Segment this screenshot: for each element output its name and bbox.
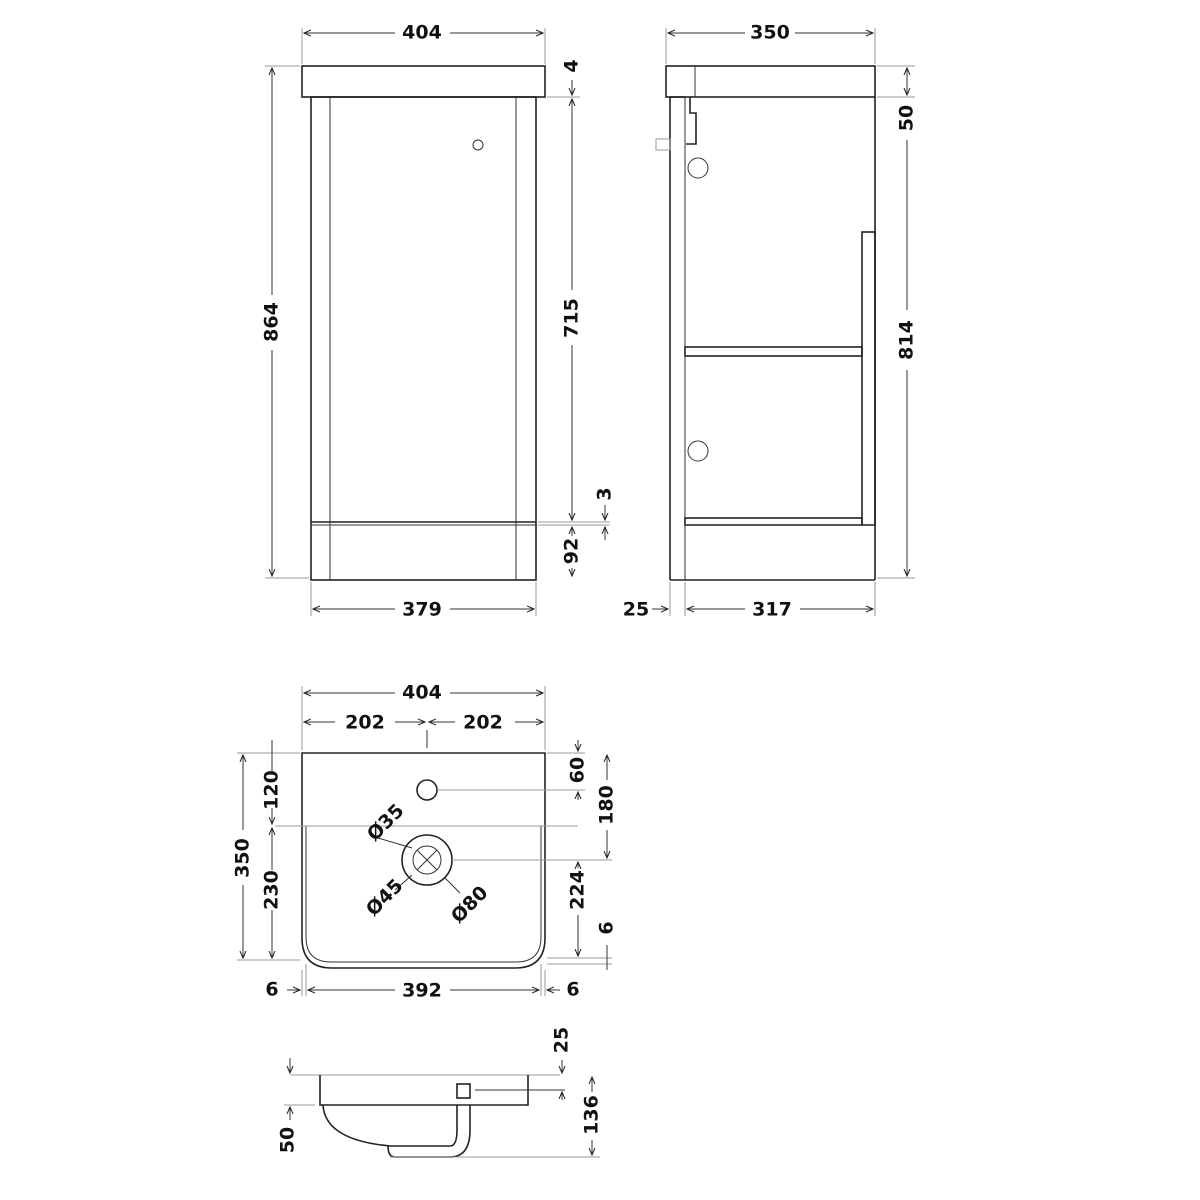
door-knob xyxy=(472,139,484,151)
dim-rim: 25 xyxy=(551,1027,573,1053)
dim-side-depth: 350 xyxy=(750,22,790,44)
dim-gap-bottom: 3 xyxy=(594,487,616,500)
basin-top-view: 404 202 202 350 120 230 60 180 224 6 Ø35… xyxy=(232,682,618,1002)
dim-half-left: 202 xyxy=(345,712,385,734)
dim-body-width: 379 xyxy=(402,599,442,621)
dim-door-thickness: 25 xyxy=(623,599,649,621)
dim-body-depth: 317 xyxy=(752,599,792,621)
dim-front-width: 404 xyxy=(402,22,442,44)
label-waste-outer: Ø80 xyxy=(447,882,493,928)
dim-top-height: 50 xyxy=(277,1127,299,1153)
dim-inner-width: 392 xyxy=(402,980,442,1002)
dim-basin-depth: 350 xyxy=(232,838,254,878)
basin-side-view: 50 25 136 xyxy=(277,1027,603,1158)
dim-waste-to-edge: 224 xyxy=(567,870,589,910)
dim-tap-hole: 60 xyxy=(567,757,589,783)
label-waste-dia: Ø45 xyxy=(362,875,408,921)
dim-half-right: 202 xyxy=(463,712,503,734)
dim-edge: 6 xyxy=(596,921,618,934)
dim-front-height: 864 xyxy=(261,302,283,342)
dim-plinth: 92 xyxy=(561,538,583,564)
dim-basin-width: 404 xyxy=(402,682,442,704)
dim-bowl-depth: 230 xyxy=(261,870,283,910)
dim-waste-offset: 180 xyxy=(596,785,618,825)
dim-edge-right: 6 xyxy=(566,979,579,1001)
dim-edge-left: 6 xyxy=(265,979,278,1001)
front-view: 404 864 715 4 3 92 379 xyxy=(261,22,616,621)
label-tap-dia: Ø35 xyxy=(363,800,409,846)
dim-gap-top: 4 xyxy=(561,59,583,72)
dim-tap-offset: 120 xyxy=(261,770,283,810)
tap-hole xyxy=(416,779,438,801)
dim-body-height: 814 xyxy=(896,320,918,360)
dim-door-height: 715 xyxy=(561,298,583,338)
dim-overall-height: 136 xyxy=(581,1095,603,1135)
dim-top-thickness: 50 xyxy=(896,105,918,131)
side-view: 350 50 814 25 317 xyxy=(623,22,918,621)
